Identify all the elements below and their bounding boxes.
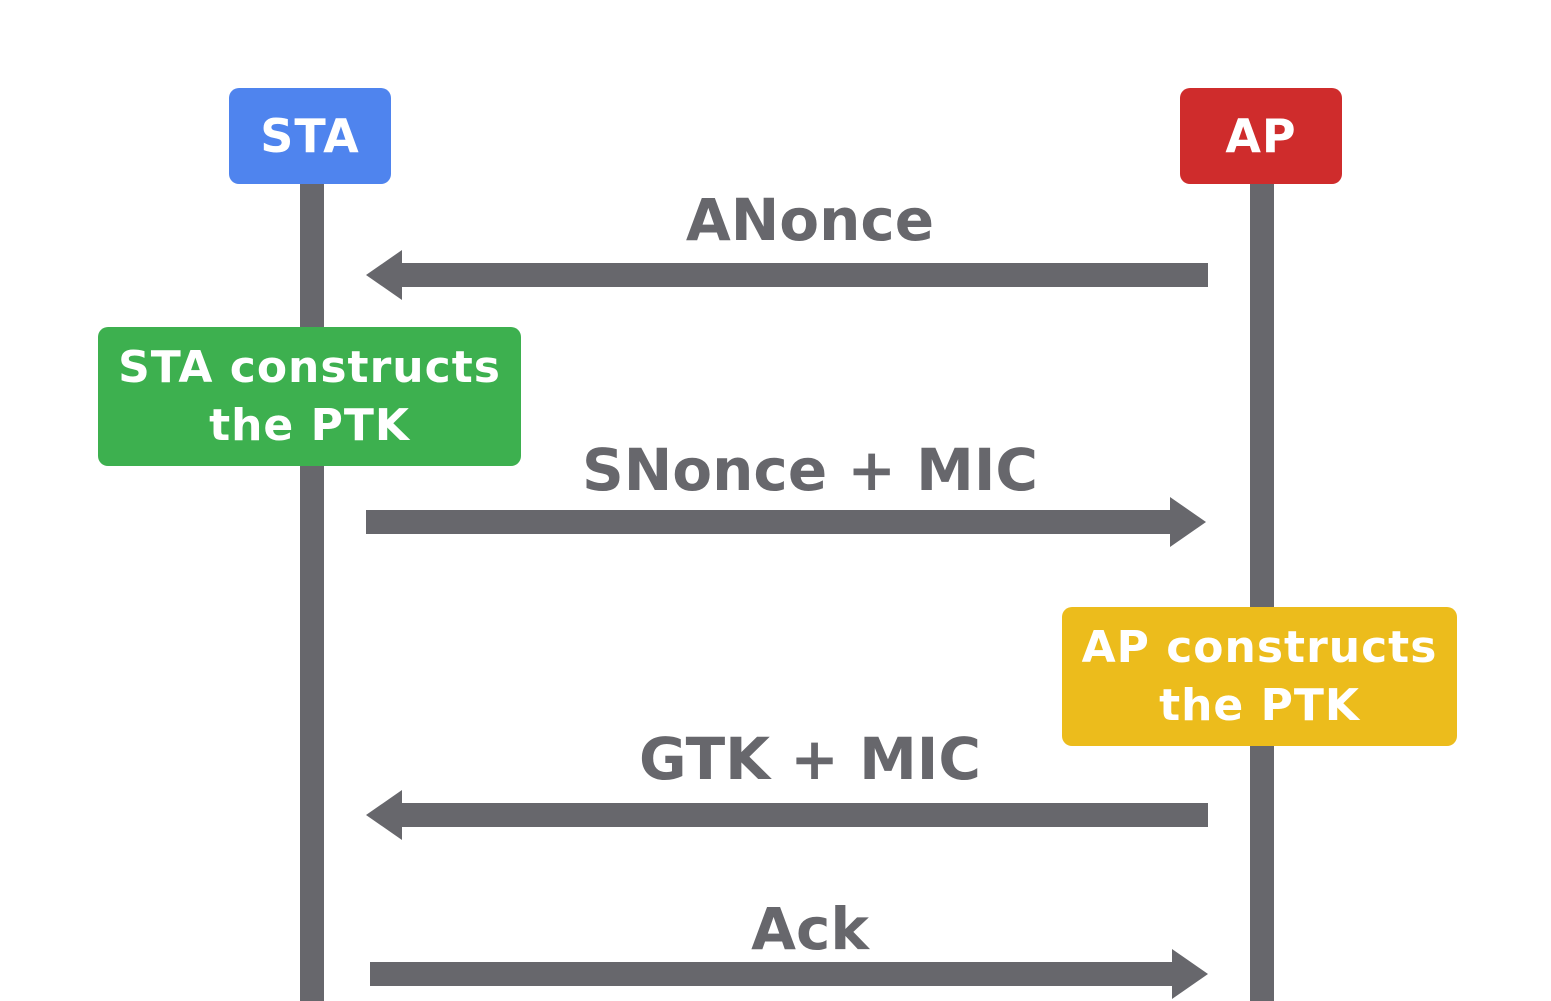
anonce-label: ANonce [685, 186, 935, 254]
snonce-mic-arrow [366, 497, 1206, 547]
gtk-mic-label: GTK + MIC [639, 725, 981, 793]
ap-actor-box: AP [1180, 88, 1342, 184]
sta-lifeline [300, 180, 324, 1001]
sta-constructs-ptk-note: STA constructs the PTK [98, 327, 521, 466]
ap-note-line1: AP constructs [1081, 621, 1438, 673]
snonce-mic-label: SNonce + MIC [581, 436, 1038, 504]
sta-actor-box: STA [229, 88, 391, 184]
sta-actor-label: STA [260, 109, 360, 163]
ap-actor-label: AP [1225, 109, 1297, 163]
gtk-mic-arrow [366, 790, 1208, 840]
sta-note-line1: STA constructs [118, 341, 501, 393]
ap-lifeline [1250, 180, 1274, 1001]
ack-label: Ack [751, 895, 869, 963]
ap-constructs-ptk-note: AP constructs the PTK [1062, 607, 1457, 746]
ack-arrow [370, 949, 1208, 999]
sta-note-line2: the PTK [209, 399, 410, 451]
anonce-arrow [366, 250, 1208, 300]
ap-note-line2: the PTK [1159, 679, 1360, 731]
